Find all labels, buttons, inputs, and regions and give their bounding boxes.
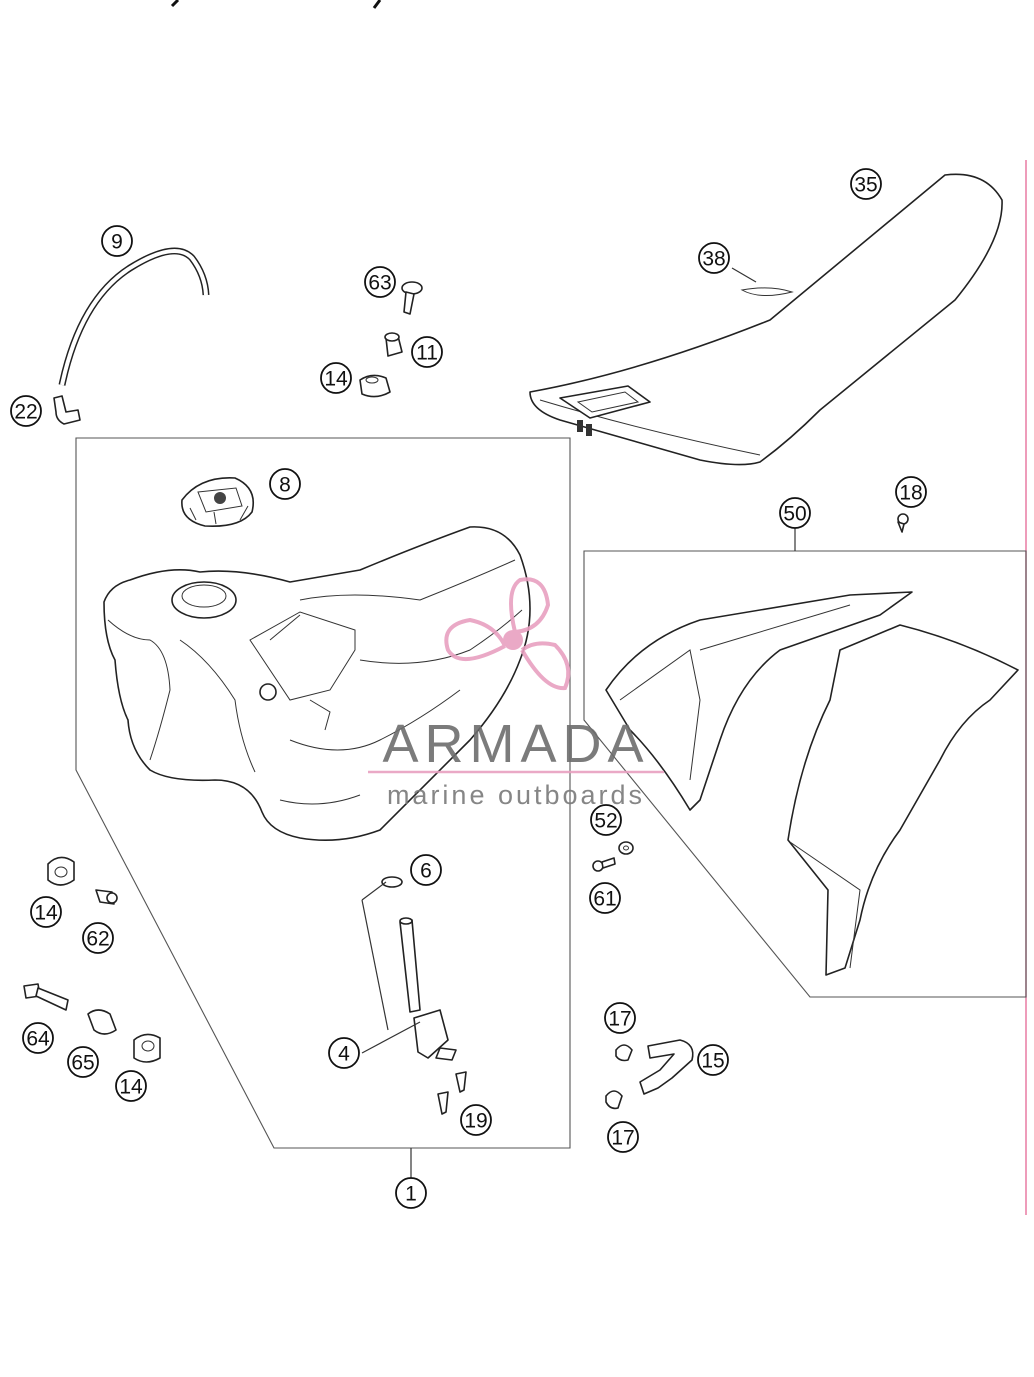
callout-61: 61	[589, 882, 621, 914]
callout-9: 9	[101, 225, 133, 257]
callout-1: 1	[395, 1177, 427, 1209]
callout-15: 15	[697, 1044, 729, 1076]
callout-62: 62	[82, 922, 114, 954]
svg-text:63: 63	[368, 272, 391, 295]
callout-6: 6	[410, 854, 442, 886]
side-panel-group-box	[583, 550, 1027, 998]
fuel-cap	[181, 477, 254, 528]
svg-text:61: 61	[593, 888, 616, 911]
screw-61	[592, 857, 616, 872]
callout-17-top: 17	[604, 1002, 636, 1034]
clamp-17-bottom	[605, 1090, 623, 1110]
callout-11: 11	[411, 336, 443, 368]
fuel-tank	[103, 526, 531, 842]
svg-text:14: 14	[119, 1076, 143, 1099]
panel-screw-18	[897, 513, 909, 533]
hose-elbow-fitting	[53, 395, 81, 425]
svg-text:4: 4	[338, 1043, 350, 1066]
callout-14-bottom: 14	[115, 1070, 147, 1102]
svg-text:15: 15	[701, 1050, 724, 1073]
spacer-65	[87, 1009, 117, 1035]
callout-38: 38	[698, 242, 730, 274]
callout-64: 64	[22, 1022, 54, 1054]
callout-63: 63	[364, 266, 396, 298]
svg-text:52: 52	[594, 810, 617, 833]
callout-18: 18	[895, 476, 927, 508]
watermark-tagline: marine outboards	[387, 780, 645, 810]
svg-text:17: 17	[608, 1008, 631, 1031]
callout-35: 35	[850, 168, 882, 200]
svg-text:8: 8	[279, 474, 291, 497]
svg-text:38: 38	[702, 248, 725, 271]
rubber-grommet-14-bottom	[133, 1033, 161, 1063]
watermark: ARMADA marine outboards	[368, 577, 664, 810]
svg-text:19: 19	[464, 1110, 487, 1133]
bushing-11	[384, 332, 403, 357]
clamp-17-top	[615, 1044, 633, 1062]
bolt-64	[23, 983, 69, 1011]
right-side-panel	[787, 624, 1019, 976]
svg-text:11: 11	[416, 342, 438, 365]
vent-hose	[58, 247, 210, 386]
watermark-brand: ARMADA	[382, 714, 649, 774]
leader-lines	[361, 267, 796, 1178]
callout-65: 65	[67, 1046, 99, 1078]
rubber-grommet-14-top	[359, 374, 391, 398]
svg-text:9: 9	[111, 231, 123, 254]
svg-text:65: 65	[71, 1052, 94, 1075]
screw-63	[401, 281, 423, 315]
rubber-grommet-14-left	[47, 856, 75, 886]
svg-text:14: 14	[34, 902, 58, 925]
cropped-heading-fragment	[170, 0, 382, 9]
left-side-panel	[605, 591, 913, 811]
callout-50: 50	[779, 497, 811, 529]
svg-text:35: 35	[854, 174, 877, 197]
propeller-logo	[444, 577, 571, 691]
svg-text:22: 22	[14, 401, 37, 424]
washer-52	[618, 841, 634, 855]
tap-screws	[437, 1071, 467, 1115]
seat	[529, 173, 1003, 466]
callout-22: 22	[10, 395, 42, 427]
fuel-hose-15	[639, 1039, 694, 1095]
svg-text:17: 17	[611, 1127, 634, 1150]
svg-text:64: 64	[26, 1028, 50, 1051]
callout-14-left: 14	[30, 896, 62, 928]
callout-4: 4	[328, 1037, 360, 1069]
fuel-tap	[399, 917, 457, 1061]
callout-52: 52	[590, 804, 622, 836]
svg-text:14: 14	[324, 368, 348, 391]
callout-19: 19	[460, 1104, 492, 1136]
svg-text:50: 50	[783, 503, 806, 526]
callout-8: 8	[269, 468, 301, 500]
callout-17-bottom: 17	[607, 1121, 639, 1153]
fuel-tank-group-box	[75, 437, 571, 1149]
o-ring	[381, 876, 403, 888]
screw-62	[95, 889, 118, 905]
svg-text:6: 6	[420, 860, 432, 883]
callout-14-top: 14	[320, 362, 352, 394]
svg-text:18: 18	[899, 482, 922, 505]
svg-text:1: 1	[405, 1183, 417, 1206]
svg-text:62: 62	[86, 928, 109, 951]
